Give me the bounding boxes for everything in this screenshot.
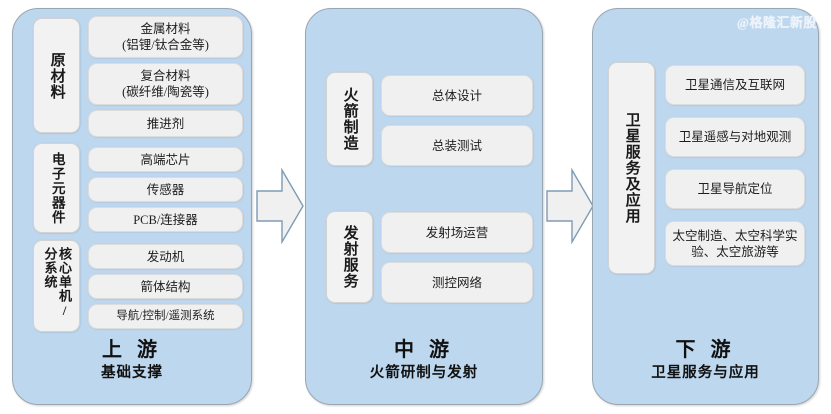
group-label-text: 火箭制造 (341, 87, 358, 151)
group-label-satellite-services-applications: 卫星服务及应用 (608, 62, 655, 274)
group-label-text: 电子元器件 (49, 151, 65, 225)
item-satellite-remote-sensing[interactable]: 卫星遥感与对地观测 (665, 117, 805, 157)
group-label-electronic-components: 电子元器件 (33, 143, 80, 233)
item-propellant[interactable]: 推进剂 (88, 110, 243, 137)
arrow-midstream-to-downstream-icon (546, 167, 594, 245)
group-label-text: 发射服务 (341, 225, 358, 289)
group-label-text: 原材料 (48, 51, 65, 100)
item-rocket-body-structure[interactable]: 箭体结构 (88, 274, 243, 299)
group-label-raw-materials: 原材料 (33, 18, 80, 133)
group-label-core-units-subsystems: 核心单机/分系统 (33, 240, 80, 332)
item-satellite-navigation-positioning[interactable]: 卫星导航定位 (665, 169, 805, 209)
item-high-end-chips[interactable]: 高端芯片 (88, 147, 243, 172)
item-space-manufacturing-science-tourism[interactable]: 太空制造、太空科学实 验、太空旅游等 (665, 221, 805, 266)
item-satellite-communications-internet[interactable]: 卫星通信及互联网 (665, 65, 805, 105)
stage-caption-downstream: 下 游 卫星服务与应用 (592, 338, 819, 385)
item-sensors[interactable]: 传感器 (88, 177, 243, 202)
stage-subtitle-midstream: 火箭研制与发射 (369, 365, 479, 381)
item-engine[interactable]: 发动机 (88, 244, 243, 269)
stage-title-midstream: 中 游 (394, 339, 454, 361)
item-overall-design[interactable]: 总体设计 (381, 75, 533, 116)
group-label-rocket-manufacturing: 火箭制造 (326, 72, 373, 166)
item-tracking-control-network[interactable]: 测控网络 (381, 262, 533, 303)
group-label-launch-services: 发射服务 (326, 211, 373, 303)
group-label-text: 卫星服务及应用 (623, 112, 640, 224)
stage-title-downstream: 下 游 (675, 339, 736, 361)
item-navigation-control-telemetry[interactable]: 导航/控制/遥测系统 (88, 304, 243, 329)
item-assembly-testing[interactable]: 总装测试 (381, 125, 533, 166)
stage-title-upstream: 上 游 (102, 339, 162, 361)
item-metal-materials[interactable]: 金属材料 (铝锂/钛合金等) (88, 16, 243, 58)
group-label-text: 核心单机/分系统 (42, 247, 73, 319)
stage-caption-upstream: 上 游 基础支撑 (12, 338, 252, 385)
item-launch-site-operations[interactable]: 发射场运营 (381, 212, 533, 253)
stage-caption-midstream: 中 游 火箭研制与发射 (305, 338, 543, 385)
item-pcb-connectors[interactable]: PCB/连接器 (88, 207, 243, 232)
stage-subtitle-downstream: 卫星服务与应用 (651, 365, 760, 381)
arrow-upstream-to-midstream-icon (256, 167, 304, 245)
item-composite-materials[interactable]: 复合材料 (碳纤维/陶瓷等) (88, 63, 243, 105)
stage-subtitle-upstream: 基础支撑 (101, 365, 163, 381)
